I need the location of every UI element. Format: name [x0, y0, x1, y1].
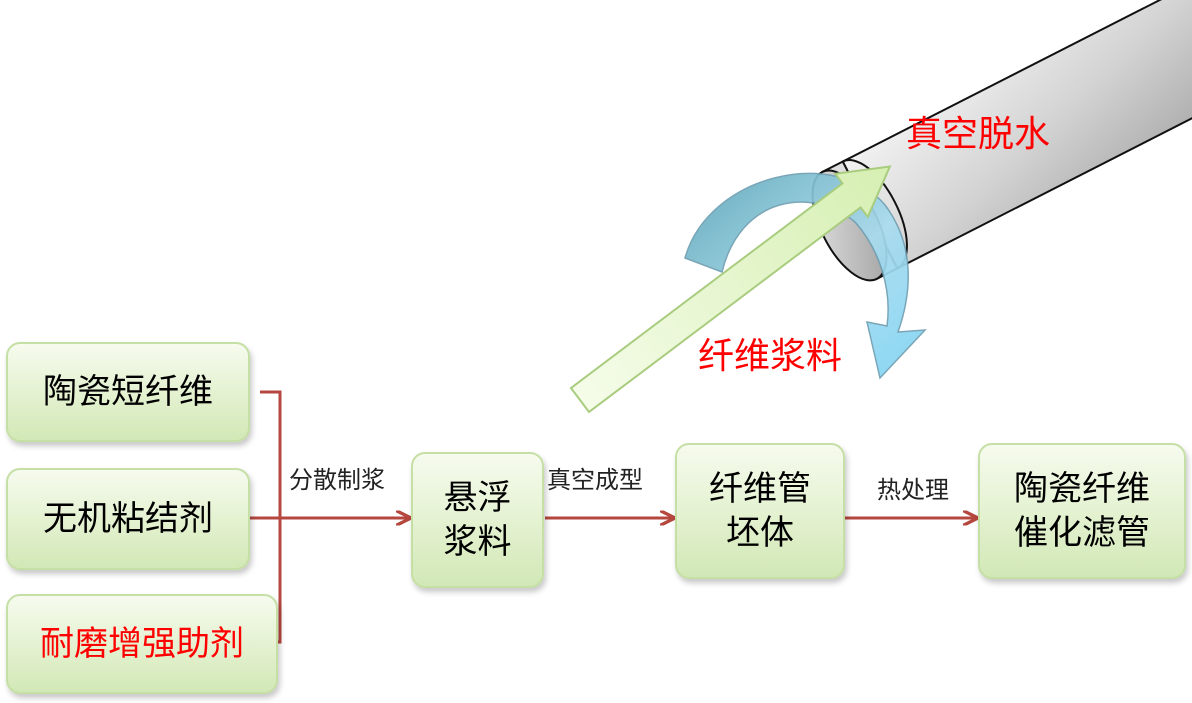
edge-label-disperse: 分散制浆	[289, 466, 385, 494]
step-final-product: 陶瓷纤维 催化滤管	[978, 443, 1186, 579]
step-green-body: 纤维管 坯体	[675, 443, 845, 579]
step-label-line2: 催化滤管	[1014, 513, 1150, 553]
step-label-line1: 陶瓷纤维	[1014, 469, 1150, 509]
step-suspension-slurry: 悬浮 浆料	[411, 452, 544, 588]
material-inorganic-binder: 无机粘结剂	[6, 468, 250, 570]
step-label-line1: 悬浮	[443, 478, 512, 518]
material-ceramic-fiber: 陶瓷短纤维	[6, 342, 250, 442]
edge-label-forming: 真空成型	[547, 466, 643, 494]
step-label-line2: 坯体	[726, 513, 794, 553]
material-label: 无机粘结剂	[43, 499, 213, 539]
material-label: 耐磨增强助剂	[40, 624, 244, 664]
slurry-flow-arrow	[569, 165, 892, 414]
label-vacuum-dewatering: 真空脱水	[906, 114, 1051, 155]
material-label: 陶瓷短纤维	[43, 372, 213, 412]
step-label-line1: 纤维管	[709, 469, 811, 509]
label-fiber-slurry: 纤维浆料	[698, 336, 843, 377]
step-label-line2: 浆料	[443, 522, 512, 562]
edge-label-heat: 热处理	[877, 476, 949, 504]
rotation-arrow	[684, 172, 927, 380]
material-wear-additive: 耐磨增强助剂	[6, 594, 278, 694]
